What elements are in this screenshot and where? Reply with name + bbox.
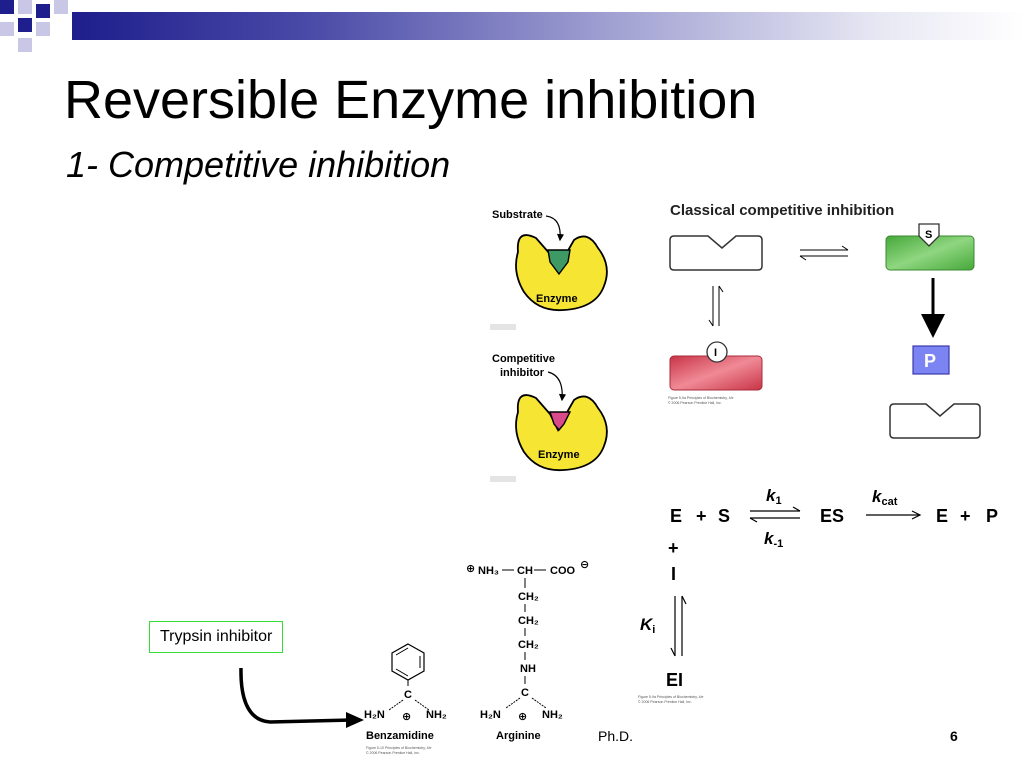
enzyme-label-top: Enzyme: [536, 293, 578, 305]
fig-credit-mark: [490, 476, 516, 482]
plus-circle-nh3: ⊕: [466, 563, 475, 575]
scheme-plus-2: +: [960, 506, 971, 526]
minus-circle-coo: ⊖: [580, 559, 589, 571]
classical-inhibition-diagram: Classical competitive inhibition S I Fig…: [668, 202, 981, 439]
kinetic-scheme: E + S ES E + P + I EI k1 k-1 kcat Ki Fig…: [638, 486, 998, 704]
ch2-2: CH₂: [518, 615, 539, 627]
scheme-ES: ES: [820, 506, 844, 526]
coo-label: COO: [550, 565, 576, 577]
classical-credit-2: © 2006 Pearson Prentice Hall, Inc.: [668, 401, 722, 405]
k1-label: k1: [766, 486, 782, 507]
s-marker-shape: [918, 223, 940, 247]
scheme-E: E: [670, 506, 682, 526]
substrate-shape: [547, 249, 571, 276]
i-marker: I: [714, 347, 717, 359]
title-bar-gradient: [72, 12, 1024, 40]
kcat-label: kcat: [872, 487, 898, 508]
scheme-credit-2: © 2006 Pearson Prentice Hall, Inc.: [638, 700, 692, 704]
scheme-plus-1: +: [696, 506, 707, 526]
structures-credit-1: Figure 5-10 Principles of Biochemistry, …: [366, 746, 432, 750]
classical-heading: Classical competitive inhibition: [670, 202, 894, 219]
ch2-1: CH₂: [518, 591, 539, 603]
s-marker: S: [925, 229, 932, 241]
benz-nh2: NH₂: [426, 709, 447, 721]
page-number: 6: [950, 728, 958, 744]
scheme-P: P: [986, 506, 998, 526]
scheme-E2: E: [936, 506, 948, 526]
arg-h2n: H₂N: [480, 709, 501, 721]
scheme-plus-3: +: [668, 538, 679, 558]
inhibitor-label-line2: inhibitor: [500, 367, 545, 379]
trypsin-inhibitor-callout: Trypsin inhibitor: [149, 621, 284, 653]
enzyme-shape: [515, 234, 608, 312]
released-enzyme: [889, 403, 981, 439]
slide-title: Reversible Enzyme inhibition: [64, 70, 758, 130]
benz-plus-circle: ⊕: [402, 711, 411, 723]
scheme-I: I: [671, 564, 676, 584]
scheme-S: S: [718, 506, 730, 526]
nh-label: NH: [520, 663, 536, 675]
arg-nh2: NH₂: [542, 709, 563, 721]
corner-decoration: [0, 0, 80, 60]
arginine-name: Arginine: [496, 730, 541, 742]
free-enzyme: [669, 235, 763, 271]
ki-label: Ki: [640, 615, 655, 636]
product-box: [912, 345, 950, 375]
arg-c-label: C: [521, 687, 529, 699]
arg-plus-circle: ⊕: [518, 711, 527, 723]
benzene-ring: [391, 643, 425, 681]
enzyme-diagram: Substrate Enzyme Competitive inhibitor E…: [490, 209, 608, 482]
product-label: P: [924, 351, 936, 371]
inhibitor-arrow: [547, 371, 567, 402]
callout-arrow: [239, 667, 364, 728]
ch-label: CH: [517, 565, 533, 577]
chemical-structures: ⊕ NH₃ CH COO ⊖ CH₂ CH₂ CH₂ NH C H₂N ⊕ NH…: [364, 559, 589, 755]
substrate-arrow: [545, 215, 565, 242]
footer-author: Ph.D.: [598, 728, 634, 744]
scheme-credit-1: Figure 5-9a Principles of Biochemistry, …: [638, 695, 704, 699]
benz-h2n: H₂N: [364, 709, 385, 721]
ch2-3: CH₂: [518, 639, 539, 651]
classical-credit-1: Figure 5-9a Principles of Biochemistry, …: [668, 396, 734, 400]
fig-credit-mark: [490, 324, 516, 330]
scheme-EI: EI: [666, 670, 683, 690]
slide-subtitle: 1- Competitive inhibition: [66, 144, 451, 185]
i-marker-shape: [706, 341, 728, 363]
benz-c-label: C: [404, 689, 412, 701]
enzyme-label-bottom: Enzyme: [538, 449, 580, 461]
enzyme-shape-inhibited: [515, 394, 608, 472]
inhibitor-shape: [549, 411, 572, 432]
km1-label: k-1: [764, 529, 783, 550]
nh3-label: NH₃: [478, 565, 499, 577]
substrate-label: Substrate: [492, 209, 543, 221]
structures-credit-2: © 2006 Pearson Prentice Hall, Inc.: [366, 751, 420, 755]
benzamidine-name: Benzamidine: [366, 730, 434, 742]
inhibitor-label-line1: Competitive: [492, 353, 555, 365]
